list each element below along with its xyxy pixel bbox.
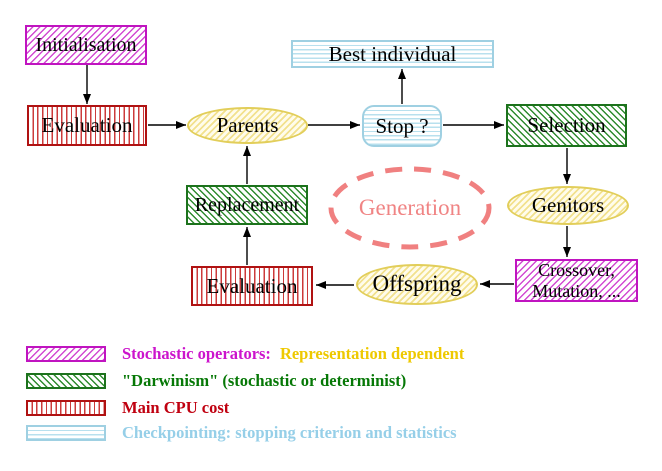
legend-swatch-cyan-stripes [26, 425, 106, 441]
node-best-individual: Best individual [291, 40, 494, 68]
node-selection: Selection [506, 104, 627, 147]
legend-cpu-label: Main CPU cost [122, 398, 230, 417]
legend-row-darwinism: "Darwinism" (stochastic or determinist) [26, 371, 407, 390]
crossover-line1: Crossover, [538, 260, 615, 281]
node-initialisation: Initialisation [25, 25, 147, 65]
crossover-line2: Mutation, ... [532, 280, 621, 301]
legend-darwinism-label: "Darwinism" (stochastic or determinist) [122, 371, 407, 390]
legend-stochastic-label: Stochastic operators: [122, 344, 271, 363]
node-crossover-mutation: Crossover, Mutation, ... [515, 259, 638, 302]
legend-row-cpu: Main CPU cost [26, 398, 230, 417]
node-stop: Stop ? [362, 105, 442, 147]
legend-swatch-green-hatch [26, 373, 106, 389]
legend-swatch-magenta-hatch [26, 346, 106, 362]
node-genitors: Genitors [507, 186, 629, 225]
legend-checkpointing-label: Checkpointing: stopping criterion and st… [122, 423, 457, 442]
legend-swatch-red-stripes [26, 400, 106, 416]
legend-row-checkpointing: Checkpointing: stopping criterion and st… [26, 423, 457, 442]
generation-label: Generation [358, 195, 462, 220]
legend-row-stochastic: Stochastic operators: Representation dep… [26, 344, 465, 363]
node-offspring: Offspring [356, 264, 478, 305]
node-evaluation-bottom: Evaluation [191, 266, 313, 306]
legend-representation-label: Representation dependent [279, 344, 465, 363]
node-evaluation-top: Evaluation [27, 105, 147, 146]
node-replacement: Replacement [186, 185, 308, 225]
node-parents: Parents [187, 107, 308, 144]
